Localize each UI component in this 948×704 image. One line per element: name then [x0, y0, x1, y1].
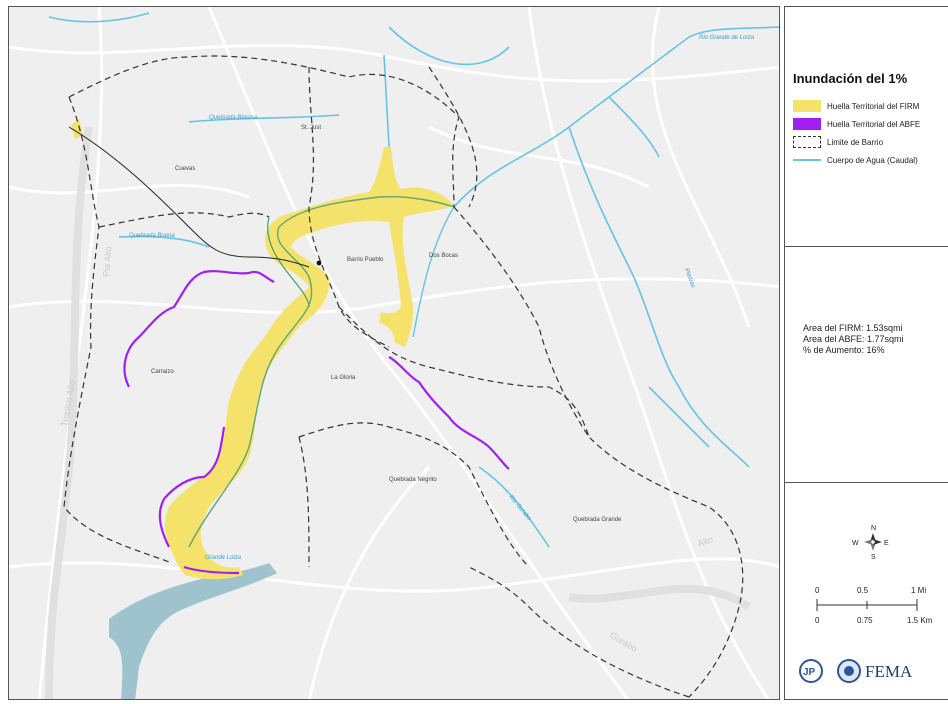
legend-item-firm: Huella Territorial del FIRM — [793, 99, 919, 113]
boundary-swatch — [793, 136, 821, 148]
label-barrio-pueblo-1: Barrio Pueblo — [347, 257, 384, 263]
firm-area: Area del FIRM: 1.53sqmi — [803, 323, 903, 333]
stream-dos-bocas — [412, 206, 455, 338]
legend-item-boundary: Limite de Barrio — [793, 135, 883, 149]
legend-item-label: Limite de Barrio — [827, 137, 884, 147]
label-alto: Alto — [696, 534, 714, 549]
dhs-seal-icon — [837, 659, 861, 683]
map-frame[interactable]: St. Just Cuevas Barrio Pueblo Dos Bocas … — [8, 6, 780, 700]
compass-s: S — [871, 554, 876, 561]
label-quebrada-grande: Quebrada Grande — [573, 517, 622, 523]
increase-percent: % de Aumento: 16% — [803, 345, 885, 355]
area-stats: Area del FIRM: 1.53sqmi Area del ABFE: 1… — [785, 247, 948, 483]
abfe-area: Area del ABFE: 1.77sqmi — [803, 334, 904, 344]
legend-item-water: Cuerpo de Agua (Caudal) — [793, 153, 918, 167]
barrio-boundaries — [63, 55, 744, 698]
location-marker — [316, 260, 322, 266]
scale-km-0: 0 — [815, 616, 820, 625]
firm-swatch — [793, 100, 821, 112]
scale-km-2: 1.5 Km — [907, 616, 933, 625]
map-canvas[interactable]: St. Just Cuevas Barrio Pueblo Dos Bocas … — [9, 7, 780, 700]
compass-and-scale: N S E W 0 0.5 1 Mi 0 0.75 1.5 Km — [785, 483, 948, 699]
highway — [45, 126, 752, 699]
label-grande-loiza: Grande Loiza — [205, 555, 242, 561]
jp-logo-text: JP — [803, 667, 816, 678]
label-la-gloria: La Gloria — [331, 375, 356, 381]
north-arrow-icon: N S E W — [852, 525, 889, 561]
fema-logo: FEMA — [865, 662, 913, 681]
abfe-swatch — [793, 118, 821, 130]
compass-n: N — [871, 525, 876, 532]
label-quebrada-buena: Quebrada Buena — [129, 233, 175, 239]
label-quebrada-blasina: Quebrada Blasina — [209, 115, 258, 121]
local-road — [68, 126, 310, 268]
label-dos-bocas: Dos Bocas — [429, 253, 458, 259]
compass-e: E — [884, 540, 889, 547]
map-labels: St. Just Cuevas Barrio Pueblo Dos Bocas … — [151, 125, 622, 523]
legend-item-label: Huella Territorial del FIRM — [827, 101, 920, 111]
main-river-channel — [188, 195, 455, 548]
label-rio-grande-loiza: Rio Grande de Loiza — [699, 35, 755, 41]
compass-scale-svg: N S E W 0 0.5 1 Mi 0 0.75 1.5 Km — [799, 525, 933, 683]
legend-item-abfe: Huella Territorial del ABFE — [793, 117, 920, 131]
jp-logo-icon: JP — [799, 659, 823, 683]
main-channel — [267, 216, 310, 308]
legend-item-label: Huella Territorial del ABFE — [827, 119, 921, 129]
label-pia-alto: Pia Alto — [101, 246, 114, 277]
label-quebrada-negrito: Quebrada Negrito — [389, 477, 437, 483]
reservoir-lago-loiza — [109, 563, 277, 699]
scale-mi-1: 0.5 — [857, 586, 869, 595]
scale-mi-0: 0 — [815, 586, 820, 595]
legend: Inundación del 1% Huella Territorial del… — [785, 7, 948, 247]
label-cuevas: Cuevas — [175, 166, 195, 172]
compass-w: W — [852, 540, 859, 547]
side-panel: Inundación del 1% Huella Territorial del… — [784, 6, 948, 700]
label-st-just: St. Just — [301, 125, 321, 131]
scale-mi-2: 1 Mi — [911, 586, 926, 595]
scale-km-1: 0.75 — [857, 616, 873, 625]
legend-title: Inundación del 1% — [793, 71, 908, 86]
scale-bar: 0 0.5 1 Mi 0 0.75 1.5 Km — [815, 586, 933, 625]
label-carraizo: Carraizo — [151, 369, 174, 375]
water-swatch — [793, 159, 821, 161]
abfe-footprint — [123, 270, 510, 575]
legend-item-label: Cuerpo de Agua (Caudal) — [827, 155, 918, 165]
